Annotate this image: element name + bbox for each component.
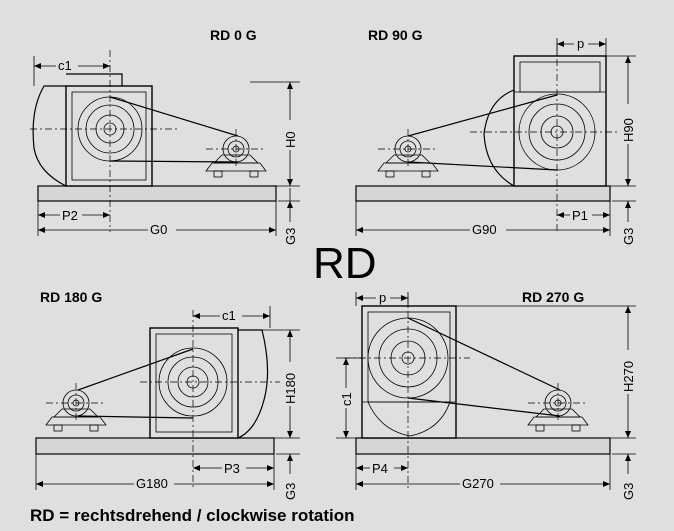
view-rd-90-g: RD 90 G p H90 P1 [355,27,636,245]
view-title: RD 0 G [210,27,257,43]
dim-h90: H90 [621,118,636,142]
dim-c1: c1 [222,308,236,323]
fan-volute [483,89,515,187]
caption: RD = rechtsdrehend / clockwise rotation [30,506,355,525]
dim-p4: P4 [372,461,388,476]
main-label: RD [313,239,377,288]
view-title: RD 90 G [368,27,423,43]
belt [109,96,239,137]
base-frame [35,437,275,455]
dim-g180: G180 [136,476,168,491]
fan-housing [361,305,457,439]
motor [377,128,439,178]
belt [77,348,194,391]
fan-volute [32,85,67,187]
fan-volute [367,401,451,437]
belt [407,94,558,137]
fan-housing [513,55,607,187]
dim-c1: c1 [58,58,72,73]
base-frame [355,437,611,455]
dim-p: p [577,36,584,51]
view-rd-0-g: RD 0 G c1 H0 [30,27,300,245]
belt [407,317,561,391]
view-title: RD 270 G [522,289,584,305]
motor [45,382,107,432]
fan-volute [237,329,269,439]
dim-g3: G3 [621,483,636,500]
view-rd-180-g: RD 180 G c1 H180 P3 [35,289,300,500]
base-frame [37,185,277,202]
dim-g3: G3 [283,483,298,500]
base-frame [355,185,611,202]
dim-p3: P3 [224,461,240,476]
dim-g0: G0 [150,222,167,237]
dim-g90: G90 [472,222,497,237]
view-rd-270-g: RD 270 G p c1 H270 [336,289,636,500]
dim-g3: G3 [283,228,298,245]
dim-h0: H0 [283,131,298,148]
fan-housing [65,85,153,187]
fan-housing [149,327,239,439]
dim-g270: G270 [462,476,494,491]
dim-g3: G3 [621,228,636,245]
dim-p: p [379,290,386,305]
dim-h180: H180 [283,373,298,404]
dim-c1: c1 [339,392,354,406]
motor [205,128,267,178]
motor [527,382,589,432]
dim-p1: P1 [572,208,588,223]
dim-p2: P2 [62,208,78,223]
view-title: RD 180 G [40,289,102,305]
dim-h270: H270 [621,361,636,392]
